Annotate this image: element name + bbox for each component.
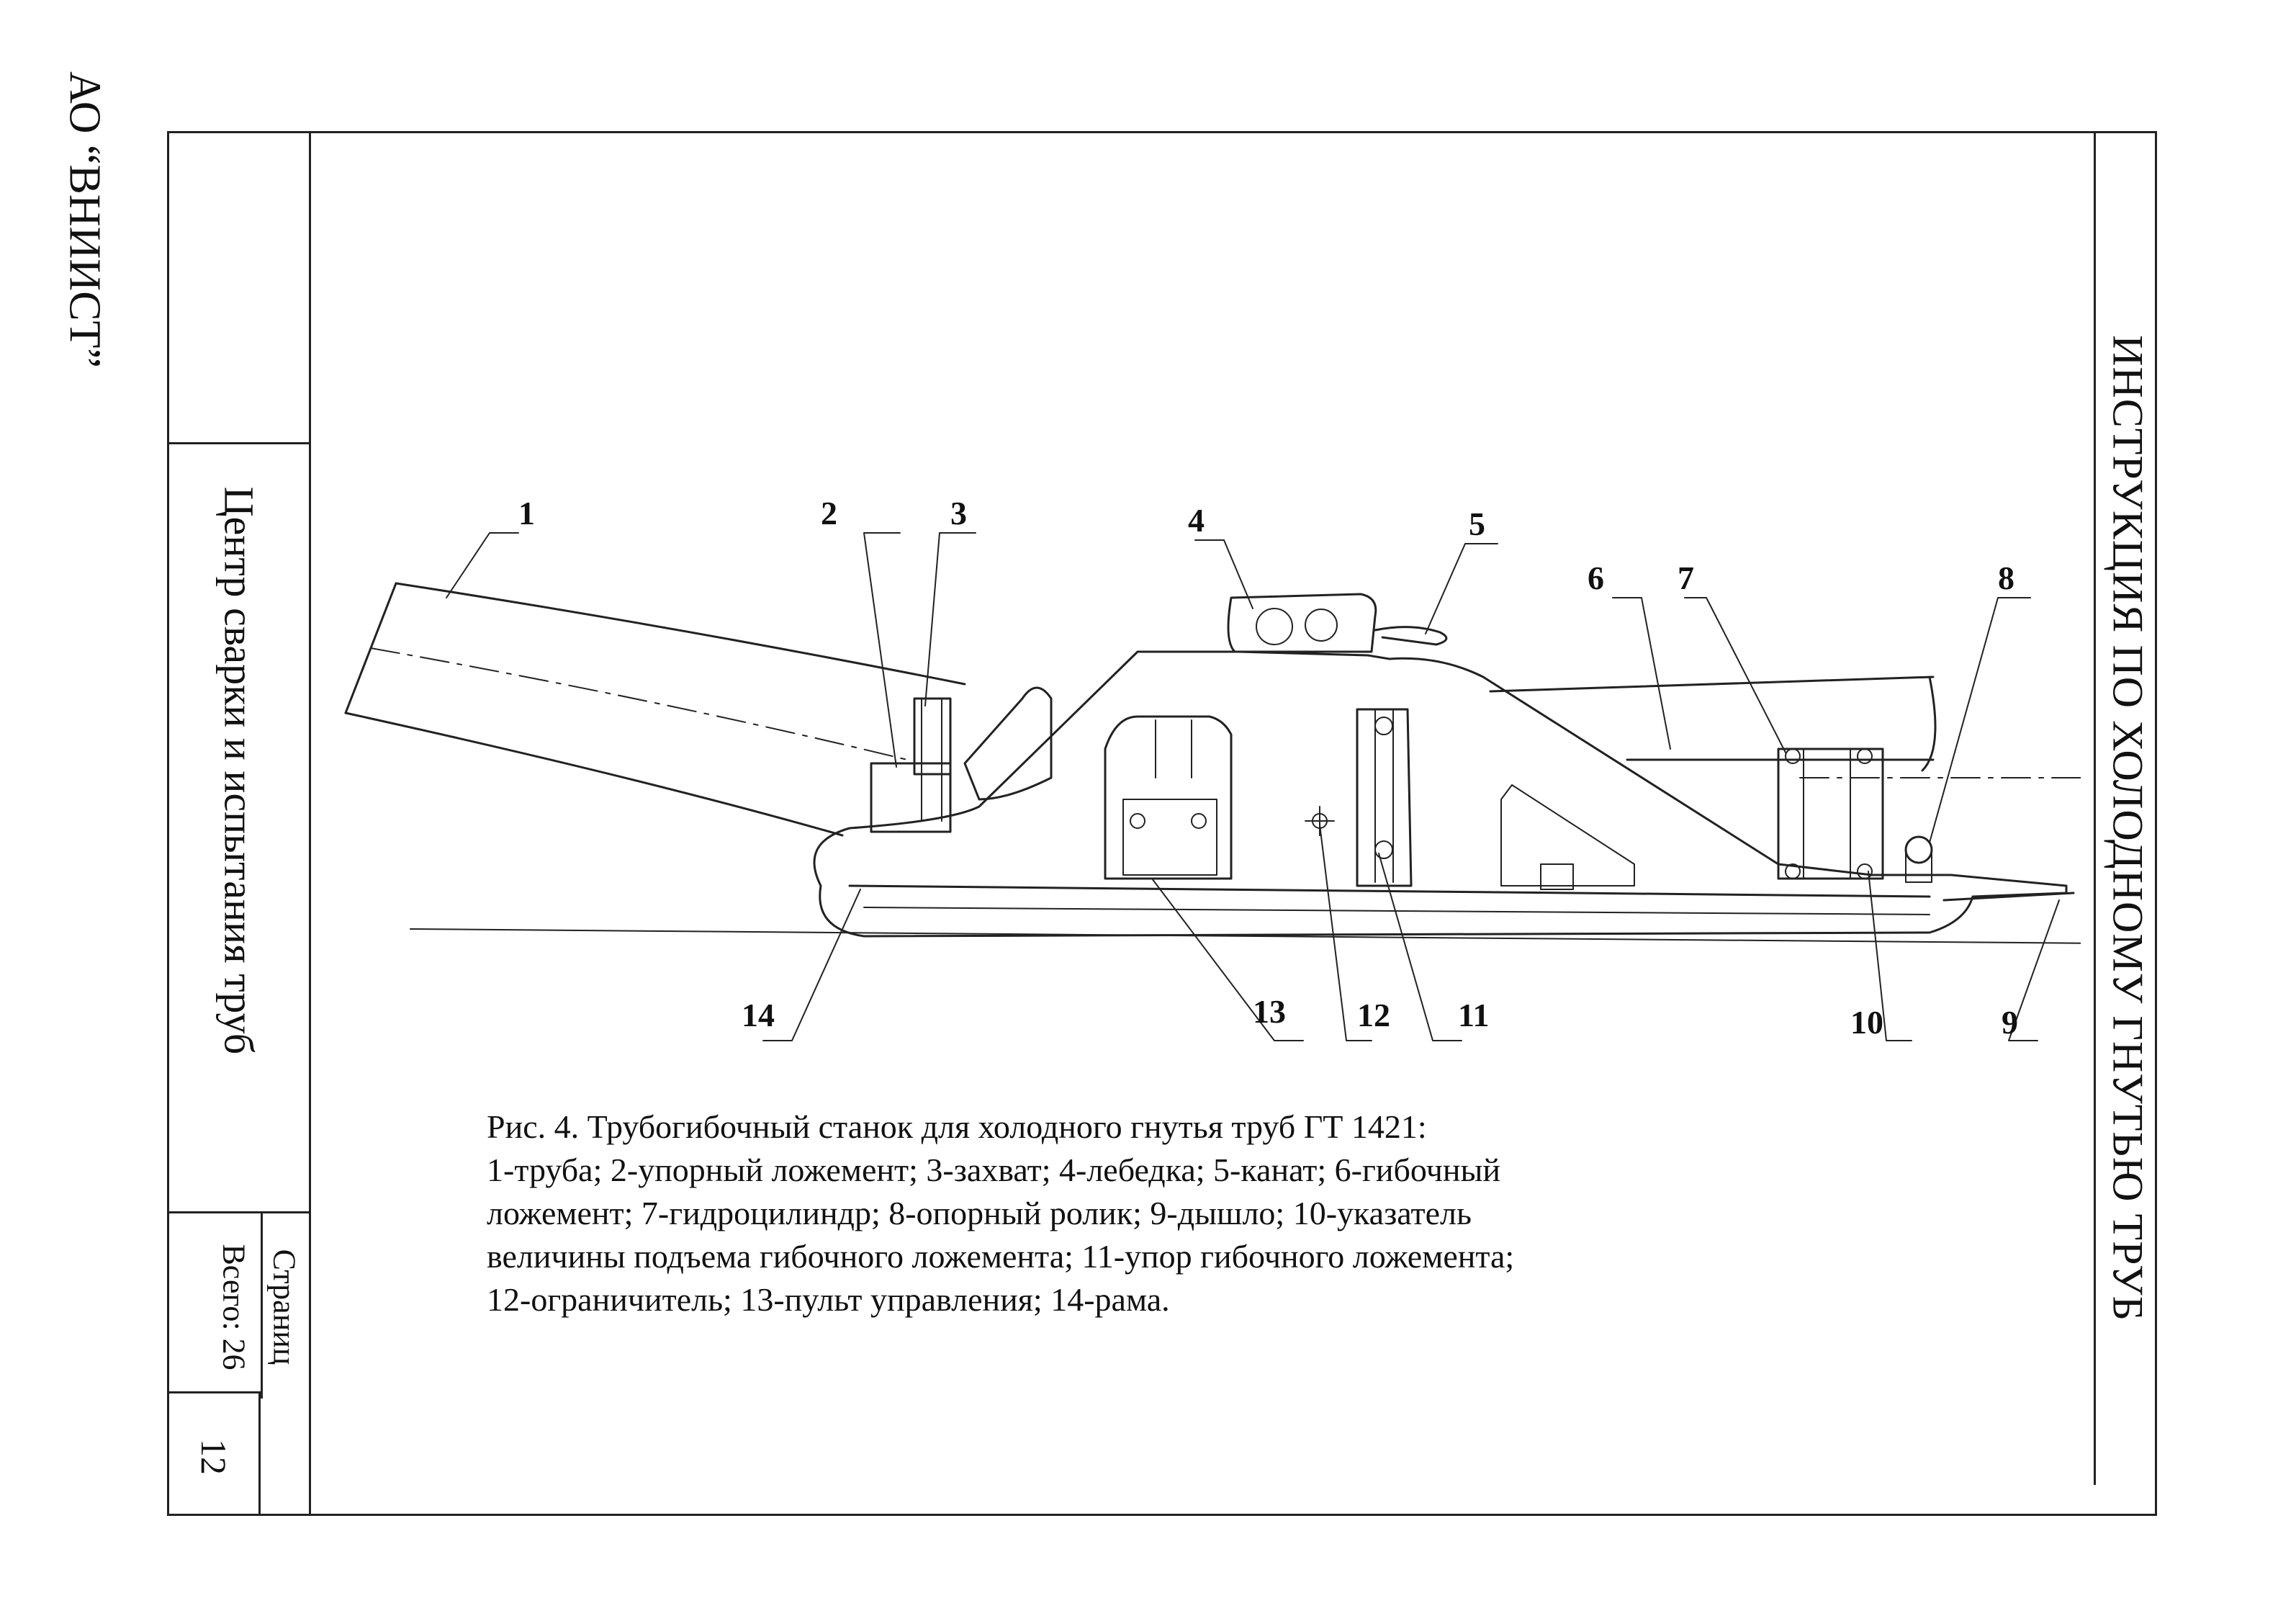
page-number-cell (167, 1391, 261, 1516)
organization-name: АО “ВНИИСТ” (60, 71, 109, 368)
callout-4: 4 (1188, 502, 1205, 539)
bracket (1500, 784, 1635, 886)
callout-11: 11 (1458, 997, 1489, 1033)
callout-2: 2 (821, 495, 837, 531)
callout-7: 7 (1678, 560, 1694, 596)
bending-cradle-stop (1356, 708, 1413, 887)
callout-12: 12 (1357, 997, 1390, 1033)
pages-cell (261, 1211, 311, 1399)
callout-14: 14 (742, 997, 775, 1033)
page-number: 12 (194, 1438, 234, 1475)
rope (1374, 626, 1448, 646)
title-block-divider (167, 442, 309, 444)
caption-line: 1-труба; 2-упорный ложемент; 3-захват; 4… (487, 1152, 1500, 1188)
pipe-bending-machine-drawing: 1 2 3 4 5 6 7 8 9 10 11 12 13 14 (344, 495, 2081, 1041)
caption-line: Рис. 4. Трубогибочный станок для холодно… (487, 1108, 1427, 1145)
callout-6: 6 (1588, 560, 1604, 596)
winch-housing (1227, 593, 1377, 653)
pages-label: Страниц (266, 1249, 302, 1365)
callout-1: 1 (518, 495, 535, 531)
frame-rail-lower (863, 907, 1930, 915)
hydraulic-cylinder (1777, 748, 1884, 880)
callout-13: 13 (1253, 993, 1286, 1030)
callout-8: 8 (1998, 560, 2014, 596)
document-title: ИНСТРУКЦИЯ ПО ХОЛОДНОМУ ГНУТЬЮ ТРУБ (2104, 335, 2152, 1321)
support-cradle (870, 762, 952, 833)
callout-9: 9 (2002, 1004, 2018, 1041)
page-frame (167, 131, 2157, 1516)
title-strip-divider (2094, 131, 2096, 1485)
pipe-bottom-edge (344, 712, 844, 837)
ground-line (410, 928, 2081, 944)
control-panel (1104, 715, 1233, 880)
clamp (913, 697, 952, 776)
total-pages: Всего: 26 (216, 1244, 252, 1370)
department-name: Центр сварки и испытания труб (215, 486, 263, 1055)
caption-line: величины подъема гибочного ложемента; 11… (487, 1238, 1515, 1275)
title-block-divider (167, 1211, 309, 1213)
frame-body (813, 650, 2068, 938)
callout-3: 3 (950, 495, 967, 531)
pipe-axis (370, 647, 908, 760)
callout-10: 10 (1850, 1004, 1883, 1041)
clamp-jaw (963, 686, 1053, 801)
callout-5: 5 (1469, 506, 1485, 542)
caption-line: ложемент; 7-гидроцилиндр; 8-опорный роли… (487, 1195, 1472, 1231)
caption-line: 12-ограничитель; 13-пульт управления; 14… (487, 1281, 1170, 1318)
drawbar (1942, 892, 2075, 902)
winch-drum (1256, 608, 1293, 645)
figure-caption: Рис. 4. Трубогибочный станок для холодно… (487, 1105, 1855, 1321)
support-roller (1904, 835, 1933, 864)
title-block-column (167, 131, 311, 1516)
